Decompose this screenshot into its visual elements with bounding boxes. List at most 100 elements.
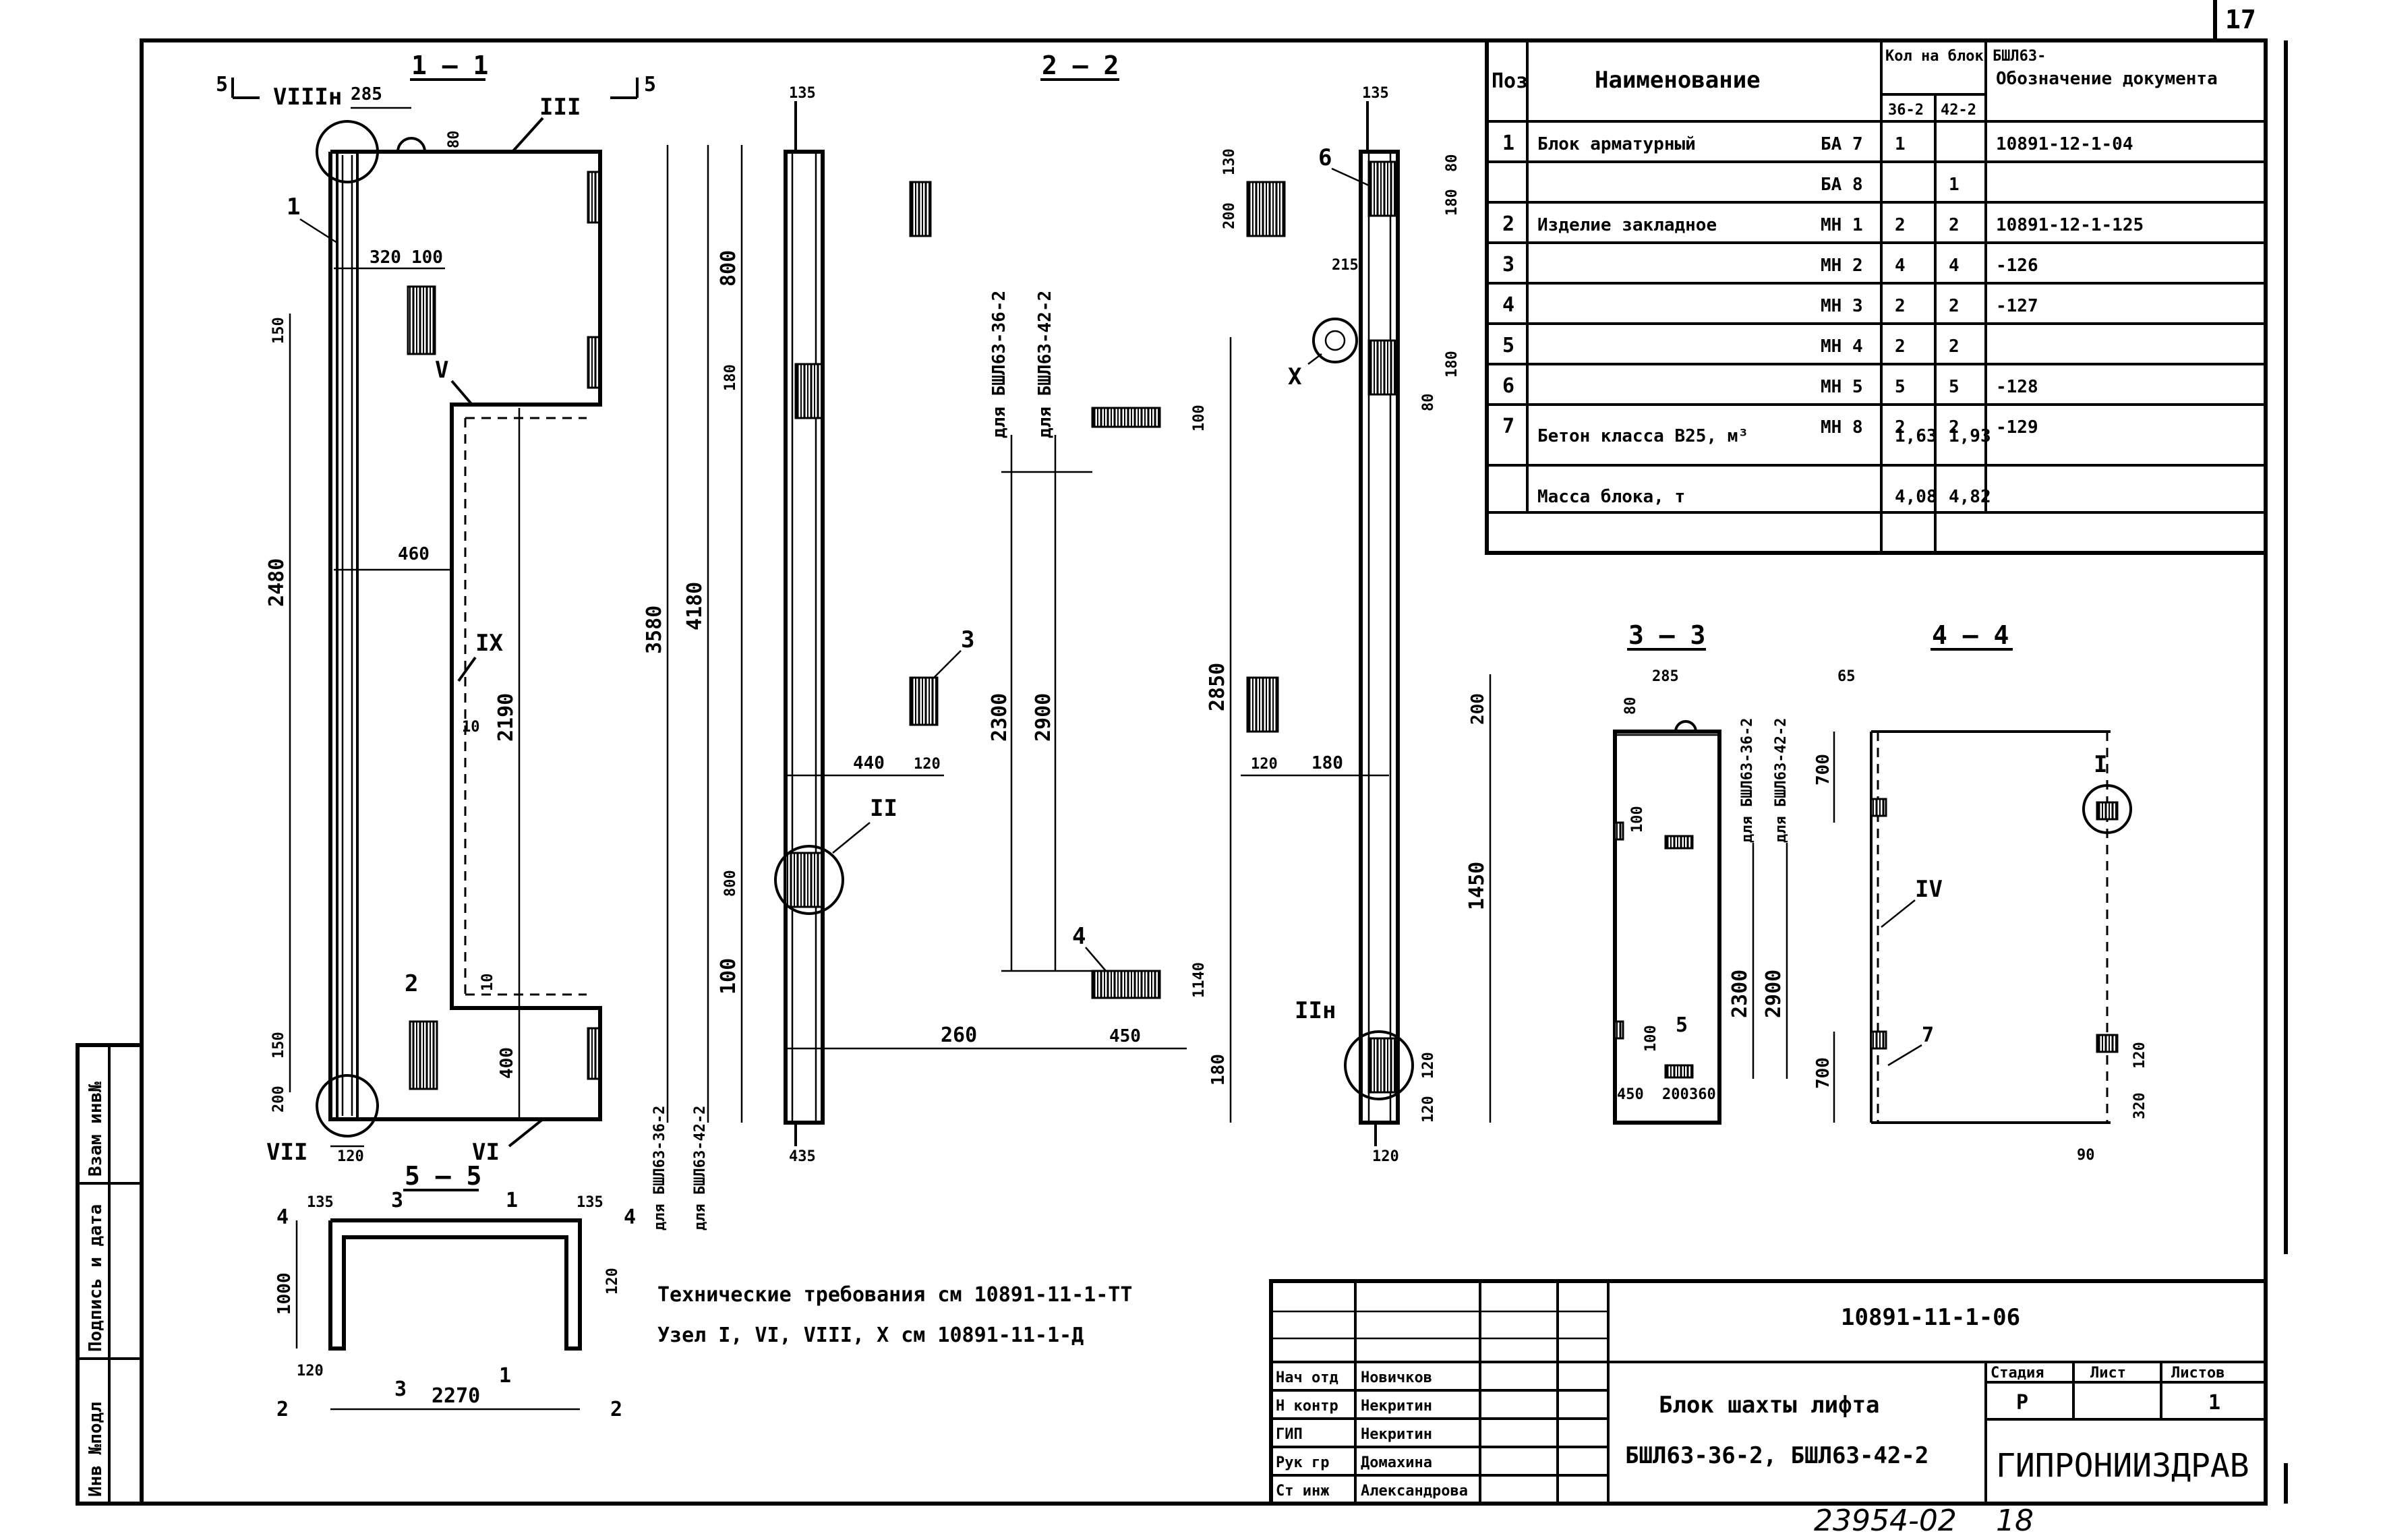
spec-table: Поз Наименование Кол на блок БШЛ63- 36-2… — [1485, 38, 2268, 555]
cut-2-left: 2 — [276, 1398, 289, 1421]
cut-3-top: 3 — [391, 1189, 403, 1212]
tb-name: Некритин — [1361, 1426, 1432, 1443]
stamp-inv-podl: Инв №подл — [86, 1402, 106, 1497]
title-block: 10891-11-1-06 Блок шахты лифта БШЛ63-36-… — [1269, 1279, 2268, 1506]
tb-name: Домахина — [1361, 1454, 1432, 1471]
pos-label-2: 2 — [405, 970, 418, 997]
spec-row-doc: -129 — [1996, 417, 2038, 438]
spec-row-a: 5 — [1895, 377, 1906, 397]
section-1-1: 1 — 1 5 5 VIIIн III V IX — [216, 51, 656, 1166]
dim-22-135a: 135 — [789, 85, 816, 102]
spec-h-name: Наименование — [1595, 67, 1761, 94]
spec-row-pos: 2 — [1502, 212, 1514, 236]
dim-22-180c: 180 — [1444, 189, 1461, 216]
dim-33-2300: 2300 — [1728, 970, 1752, 1018]
pos-label-5: 5 — [1676, 1013, 1688, 1037]
dim-11-200: 200 — [270, 1086, 287, 1113]
dim-55-2270: 2270 — [432, 1384, 480, 1408]
node-VII: VII — [266, 1139, 307, 1166]
section-5-5: 5 — 5 135 135 1000 120 120 2270 4 4 2 2 … — [274, 1161, 636, 1421]
dim-22-120e: 120 — [1420, 1096, 1437, 1123]
dim-55-135a: 135 — [307, 1194, 334, 1211]
spec-row-pos: 1 — [1502, 131, 1514, 155]
dim-22-435: 180 — [1312, 753, 1343, 773]
pos-label-6: 6 — [1318, 144, 1332, 171]
dim-22-4180: 4180 — [683, 582, 707, 630]
tb-sheets-h: Листов — [2171, 1365, 2224, 1382]
dim-22-100a: 100 — [1191, 405, 1208, 432]
spec-row-name: Блок арматурный — [1537, 134, 1696, 154]
spec-row-mark: МН 3 — [1821, 296, 1863, 316]
tb-code: 10891-11-1-06 — [1841, 1304, 2020, 1331]
spec-row-b: 2 — [1949, 417, 1959, 438]
spec-row-a: 1,63 — [1895, 426, 1937, 446]
dim-33-100b: 100 — [1643, 1025, 1659, 1052]
variant-42-2-bot: для БШЛ63-42-2 — [692, 1106, 709, 1231]
dim-11-460: 460 — [398, 544, 430, 564]
spec-row-a: 2 — [1895, 215, 1906, 235]
spec-h-qty-b: 42-2 — [1941, 102, 1976, 119]
spec-row-pos: 3 — [1502, 253, 1514, 276]
note-nodes: Узел I, VI, VIII, X см 10891-11-1-Д — [657, 1324, 1084, 1347]
spec-row-mark: МН 5 — [1821, 377, 1863, 397]
dim-22-100b: 1140 — [1191, 962, 1208, 998]
dim-22-215: 215 — [1332, 257, 1359, 274]
dim-55-1000: 1000 — [274, 1272, 295, 1315]
dim-22-800a: 800 — [717, 250, 740, 287]
spec-row-a: 2 — [1895, 417, 1906, 438]
tb-sheets: 1 — [2208, 1391, 2220, 1415]
section-2-2: 2 — 2 X II IIн 6 — [643, 51, 1492, 1231]
tb-role: Ст инж — [1276, 1483, 1330, 1500]
side-stamp: Инв №подл Подпись и дата Взам инв№ — [76, 1043, 144, 1506]
tb-stage: Р — [2016, 1391, 2028, 1415]
dim-44-320: 320 — [2131, 1092, 2148, 1119]
dim-22-1450: 1450 — [1465, 862, 1489, 910]
dim-11-120: 120 — [337, 1148, 364, 1165]
spec-row-mark: МН 8 — [1821, 417, 1863, 438]
variant-36-2-top: для БШЛ63-36-2 — [989, 291, 1009, 438]
dim-11-150a: 150 — [270, 317, 287, 344]
section-5-5-title: 5 — 5 — [405, 1161, 481, 1191]
spec-row-b: 1 — [1949, 175, 1959, 195]
dim-22-180e: 120 — [1420, 1052, 1437, 1079]
dim-22-450: 180 — [1208, 1054, 1229, 1086]
dim-33-450: 450 — [1617, 1086, 1644, 1103]
spec-row-b: 2 — [1949, 215, 1959, 235]
spec-row-pos: 4 — [1502, 293, 1514, 317]
dim-11-80: 80 — [446, 131, 463, 149]
cut-3-bottom: 3 — [394, 1378, 407, 1401]
dim-33-700b: 700 — [1813, 1057, 1833, 1089]
cut-1-top: 1 — [506, 1189, 518, 1212]
sheet-frame: 17 — [140, 0, 2288, 1506]
spec-h-doc: Обозначение документа — [1996, 69, 2218, 89]
spec-row-a: 4 — [1895, 256, 1906, 276]
dim-55-120a: 120 — [297, 1363, 324, 1380]
cut-1-bottom: 1 — [499, 1364, 511, 1388]
node-III: III — [539, 94, 581, 121]
spec-row-b: 4 — [1949, 256, 1959, 276]
dim-33-360: 360 — [1689, 1086, 1716, 1103]
spec-row-mark: МН 4 — [1821, 336, 1863, 357]
dim-11-400: 400 — [497, 1047, 517, 1079]
dim-11-10a: 10 — [462, 719, 480, 736]
dim-22-180b: 800 — [722, 870, 739, 897]
tb-org: ГИПРОНИИЗДРАВ — [1996, 1447, 2249, 1485]
tb-name: Александрова — [1361, 1483, 1468, 1500]
tb-role: Рук гр — [1276, 1454, 1329, 1471]
dim-22-440: 440 — [853, 753, 885, 773]
dim-33-285: 285 — [1652, 668, 1679, 685]
dim-22-130: 130 — [1221, 148, 1238, 175]
spec-h-pos: Поз — [1492, 69, 1528, 93]
spec-row-mark: БА 8 — [1821, 175, 1863, 195]
cut-2-right: 2 — [610, 1398, 622, 1421]
spec-row-mark: МН 2 — [1821, 256, 1863, 276]
variant-42-2-top: для БШЛ63-42-2 — [1035, 291, 1055, 438]
spec-row-doc: 10891-12-1-125 — [1996, 215, 2144, 235]
stamp-signature-date: Подпись и дата — [86, 1204, 106, 1352]
spec-row-doc: 10891-12-1-04 — [1996, 134, 2133, 154]
spec-row-pos: 6 — [1502, 374, 1514, 398]
tb-role: ГИП — [1276, 1426, 1303, 1443]
dim-33-2900: 2900 — [1762, 970, 1786, 1018]
section-3-3-title: 3 — 3 — [1628, 620, 1705, 650]
